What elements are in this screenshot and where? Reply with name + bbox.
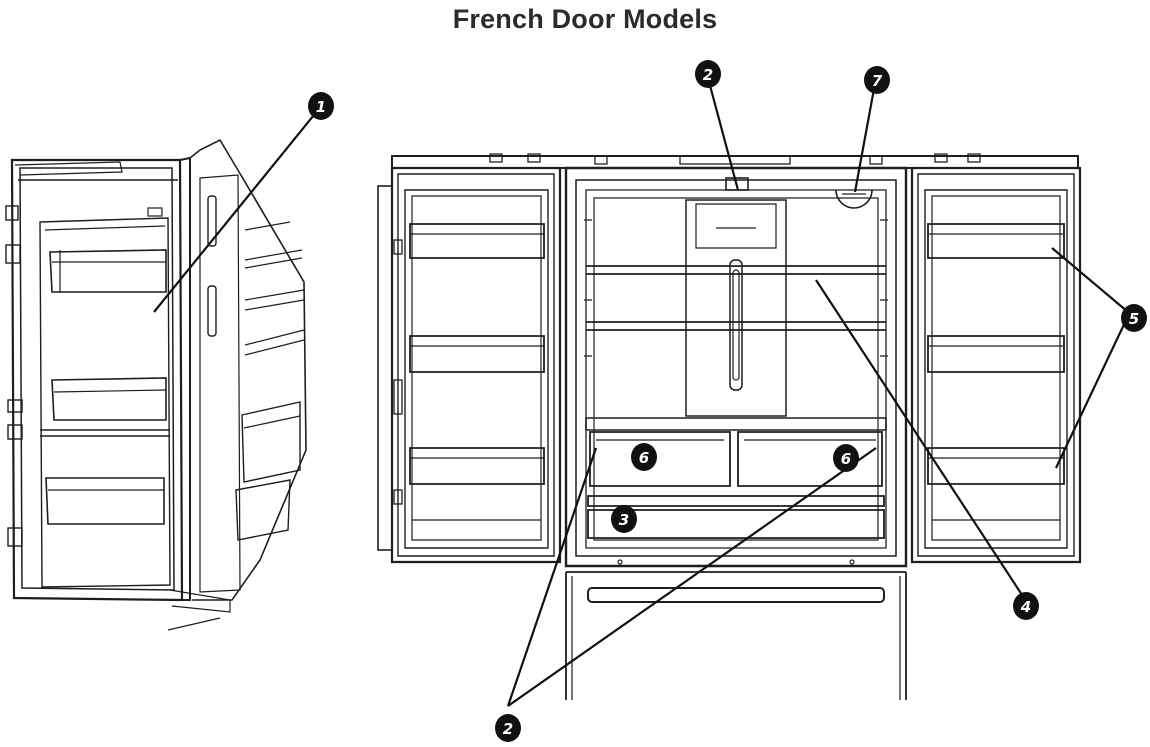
svg-text:6: 6 <box>639 449 649 467</box>
callout-5: 5 <box>1121 304 1147 332</box>
door-bin-lower <box>46 478 164 524</box>
door-perspective-view <box>6 140 306 630</box>
freezer-drawer <box>566 572 906 700</box>
svg-text:7: 7 <box>872 72 883 90</box>
left-door <box>378 168 560 562</box>
front-view <box>378 154 1080 700</box>
callout-4: 4 <box>1013 592 1039 620</box>
svg-text:1: 1 <box>316 98 326 116</box>
callout-3: 3 <box>611 505 637 533</box>
callout-2-top: 2 <box>695 60 721 88</box>
callout-6-right: 6 <box>833 444 859 472</box>
door-bin-middle <box>52 378 166 420</box>
fresh-food-compartment <box>566 168 906 566</box>
svg-text:6: 6 <box>841 450 851 468</box>
right-door <box>912 168 1080 562</box>
svg-text:4: 4 <box>1020 598 1031 616</box>
door-bin-upper <box>50 250 166 292</box>
svg-text:3: 3 <box>619 511 629 529</box>
leader-lines <box>154 78 1128 706</box>
glass-shelf-lower <box>586 322 886 330</box>
left-crisper-drawer <box>590 432 730 486</box>
svg-text:2: 2 <box>503 720 513 738</box>
callout-7: 7 <box>864 66 890 94</box>
callout-2-bottom: 2 <box>495 714 521 742</box>
callout-6-left: 6 <box>631 443 657 471</box>
callout-1: 1 <box>308 92 334 120</box>
svg-text:2: 2 <box>703 66 713 84</box>
svg-text:5: 5 <box>1129 310 1139 328</box>
